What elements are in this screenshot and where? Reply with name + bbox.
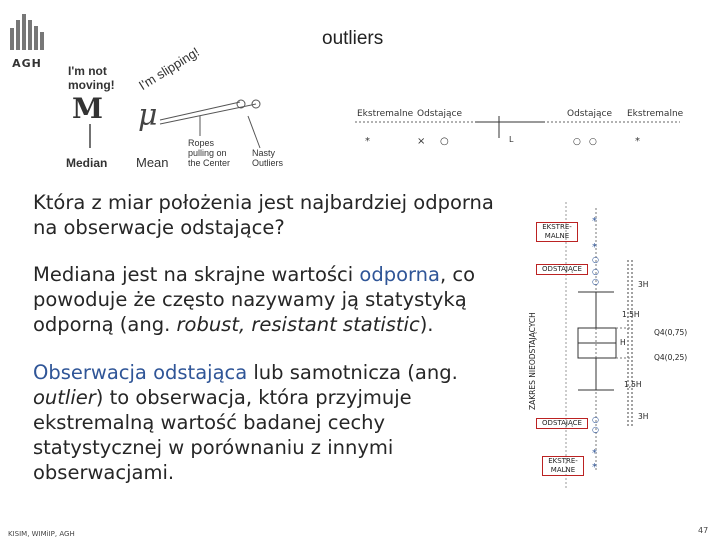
ropes-label: Ropes pulling on the Center: [188, 138, 231, 168]
strip-label-ekstremalne-right: Ekstremalne: [627, 109, 684, 119]
label-h: H: [620, 338, 626, 347]
svg-text:*: *: [365, 136, 370, 147]
svg-text:*: *: [592, 242, 597, 253]
mean-label: Mean: [136, 155, 169, 170]
label-1-5h-top: 1,5H: [622, 310, 640, 319]
label-1-5h-bottom: 1,5H: [624, 380, 642, 389]
p3-text-b: ) to obserwacja, która przyjmuje ekstrem…: [33, 386, 412, 484]
svg-text:*: *: [592, 448, 597, 459]
ekstremalne-bottom-box: EKSTRE-MALNE: [542, 456, 584, 476]
svg-text:○: ○: [592, 255, 599, 264]
svg-text:*: *: [635, 136, 640, 147]
strip-label-ekstremalne-left: Ekstremalne: [357, 109, 414, 119]
label-q75: Q4(0,75): [654, 328, 688, 337]
svg-text:○: ○: [592, 267, 599, 276]
outlier-definition-paragraph: Obserwacja odstająca lub samotnicza (ang…: [33, 360, 503, 485]
strip-label-odstajace-left: Odstające: [417, 109, 463, 119]
boxplot-diagram: * * ○ ○ ○ ○ ○ * * EKSTRE-MALNE ODSTAJĄCE…: [528, 200, 718, 490]
p2-text-a: Mediana jest na skrajne wartości: [33, 263, 360, 286]
svg-text:○: ○: [592, 277, 599, 286]
ekstremalne-top-box: EKSTRE-MALNE: [536, 222, 578, 242]
odstajace-top-box: ODSTAJĄCE: [536, 264, 588, 275]
p3-text-a: lub samotnicza (ang.: [247, 361, 458, 384]
strip-axis: * × ○ L ○ ○ *: [355, 116, 680, 147]
outlier-strip-diagram: Ekstremalne Odstające Odstające Ekstrema…: [345, 100, 690, 160]
label-3h-bottom: 3H: [638, 412, 649, 421]
median-symbol: M: [72, 92, 103, 125]
p3-highlight: Obserwacja odstająca: [33, 361, 248, 384]
svg-text:○: ○: [589, 137, 597, 147]
boxplot-lines: * * ○ ○ ○ ○ ○ * *: [565, 202, 633, 488]
median-mean-cartoon: I'm not moving! I'm slipping! M μ Median…: [60, 44, 300, 178]
slide-title: outliers: [322, 28, 384, 49]
median-paragraph: Mediana jest na skrajne wartości odporna…: [33, 262, 513, 337]
p2-text-c: ).: [419, 313, 434, 336]
p2-italic: robust, resistant statistic: [176, 313, 420, 336]
question-paragraph: Która z miar położenia jest najbardziej …: [33, 191, 494, 239]
svg-text:L: L: [509, 135, 514, 144]
page-number: 47: [698, 526, 709, 535]
svg-text:×: ×: [417, 136, 425, 147]
svg-text:○: ○: [592, 425, 599, 434]
mean-symbol: μ: [138, 98, 158, 133]
label-q25: Q4(0,25): [654, 353, 688, 362]
logo-text: AGH: [12, 57, 42, 70]
svg-text:○: ○: [592, 415, 599, 424]
odstajace-bottom-box: ODSTAJĄCE: [536, 418, 588, 429]
ropes-drawing: [89, 99, 261, 149]
not-moving-text: I'm not moving!: [68, 64, 115, 92]
svg-text:*: *: [592, 462, 597, 473]
agh-logo: AGH: [8, 14, 46, 70]
median-label: Median: [66, 156, 108, 170]
strip-label-odstajace-right: Odstające: [567, 109, 613, 119]
p3-italic: outlier: [33, 386, 96, 409]
p2-text-b: , co powoduje że często nazywamy ją stat…: [33, 263, 476, 336]
footer-text: KISIM, WIMiIP, AGH: [8, 530, 75, 538]
svg-text:*: *: [592, 216, 597, 227]
nasty-outliers-label: Nasty Outliers: [252, 148, 284, 168]
p2-highlight: odporna: [359, 263, 440, 286]
label-3h-top: 3H: [638, 280, 649, 289]
svg-text:○: ○: [440, 136, 449, 147]
svg-text:○: ○: [573, 137, 581, 147]
vertical-range-label: ZAKRES NIEODSTAJĄCYCH: [528, 312, 537, 410]
